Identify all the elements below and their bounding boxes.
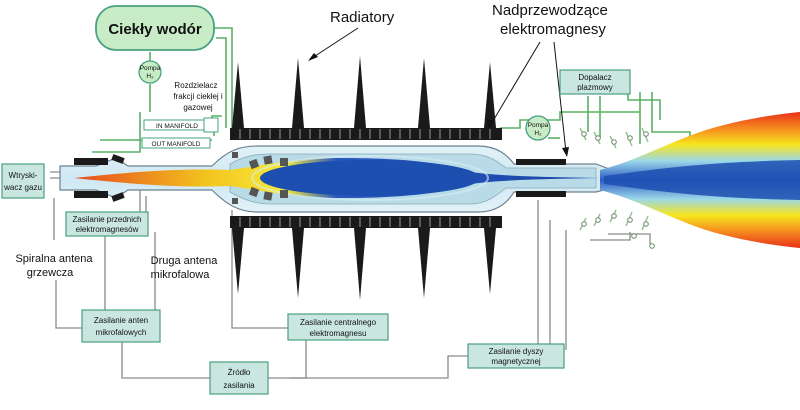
magnets-text-2: elektromagnesy (500, 21, 606, 38)
afterburner-box: Dopalacz plazmowy (559, 69, 631, 95)
microwave-power-box: Zasilanie anten mikrofalowych (81, 309, 161, 343)
central-magnet-blocks (232, 152, 288, 204)
magnets-text-1: Nadprzewodzące (492, 2, 608, 19)
exhaust-plume (600, 112, 800, 248)
manifolds: IN MANIFOLD OUT MANIFOLD (141, 117, 219, 149)
pump-left-sub: H₂ (146, 73, 154, 80)
power-source-line-2: zasilania (223, 381, 255, 390)
front-magnets-power-box: Zasilanie przednich elektromagnesów (65, 211, 149, 237)
pump-right: Pompa H₂ (525, 115, 551, 141)
nozzle-power-line-1: Zasilanie dyszy (489, 347, 544, 356)
magnets-label: Nadprzewodzące elektromagnesy (487, 2, 608, 157)
rear-magnets (516, 159, 566, 197)
central-magnet-power-box: Zasilanie centralnego elektromagnesu (287, 313, 389, 341)
radiator-bottom (230, 216, 502, 300)
second-antenna-line-1: Druga antena (151, 255, 219, 267)
pump-left: Pompa H₂ (138, 60, 162, 84)
front-magnets-line-2: elektromagnesów (76, 225, 139, 234)
helical-antenna-line-2: grzewcza (27, 267, 74, 279)
engine-body (59, 145, 613, 213)
radiators-label: Radiatory (308, 9, 395, 61)
out-manifold-label: OUT MANIFOLD (152, 141, 201, 148)
separator-line-1: Rozdzielacz (174, 81, 217, 90)
in-manifold-label: IN MANIFOLD (156, 123, 198, 130)
front-magnets (74, 154, 125, 202)
microwave-power-line-2: mikrofalowych (96, 328, 147, 337)
second-antenna-label: Druga antena mikrofalowa (151, 255, 219, 281)
second-antenna-line-2: mikrofalowa (151, 269, 211, 281)
separator-line-2: frakcji ciekłej i (173, 92, 223, 101)
injector-line-1: Wtryski- (9, 171, 38, 180)
radiator-top (230, 56, 502, 140)
front-magnets-line-1: Zasilanie przednich (73, 215, 142, 224)
afterburner-line-2: plazmowy (577, 83, 613, 92)
helical-antenna-line-1: Spiralna antena (15, 253, 93, 265)
pump-left-label: Pompa (140, 65, 161, 72)
power-source-box: Źródło zasilania (209, 361, 269, 395)
power-source-line-1: Źródło (228, 368, 251, 377)
pump-right-label: Pompa (528, 122, 549, 129)
nozzle-power-line-2: magnetycznej (491, 357, 541, 366)
central-magnet-power-line-1: Zasilanie centralnego (300, 318, 377, 327)
injector-box: Wtryski- wacz gazu (1, 163, 45, 199)
central-magnet-power-line-2: elektromagnesu (310, 329, 367, 338)
radiator-ribs (239, 129, 491, 227)
nozzle-power-box: Zasilanie dyszy magnetycznej (467, 343, 565, 369)
radiators-text: Radiatory (330, 9, 395, 26)
separator-line-3: gazowej (183, 103, 213, 112)
separator-label: Rozdzielacz frakcji ciekłej i gazowej (173, 81, 223, 112)
power-lines (50, 171, 651, 379)
helical-antenna-label: Spiralna antena grzewcza (15, 253, 93, 279)
hydrogen-tank: Ciekły wodór (95, 5, 215, 51)
afterburner-line-1: Dopalacz (578, 73, 611, 82)
injector-line-2: wacz gazu (3, 183, 42, 192)
nozzle-coil-nodes (581, 131, 655, 249)
hydrogen-tank-label: Ciekły wodór (108, 21, 202, 38)
pump-right-sub: H₂ (534, 130, 542, 137)
microwave-power-line-1: Zasilanie anten (94, 316, 148, 325)
